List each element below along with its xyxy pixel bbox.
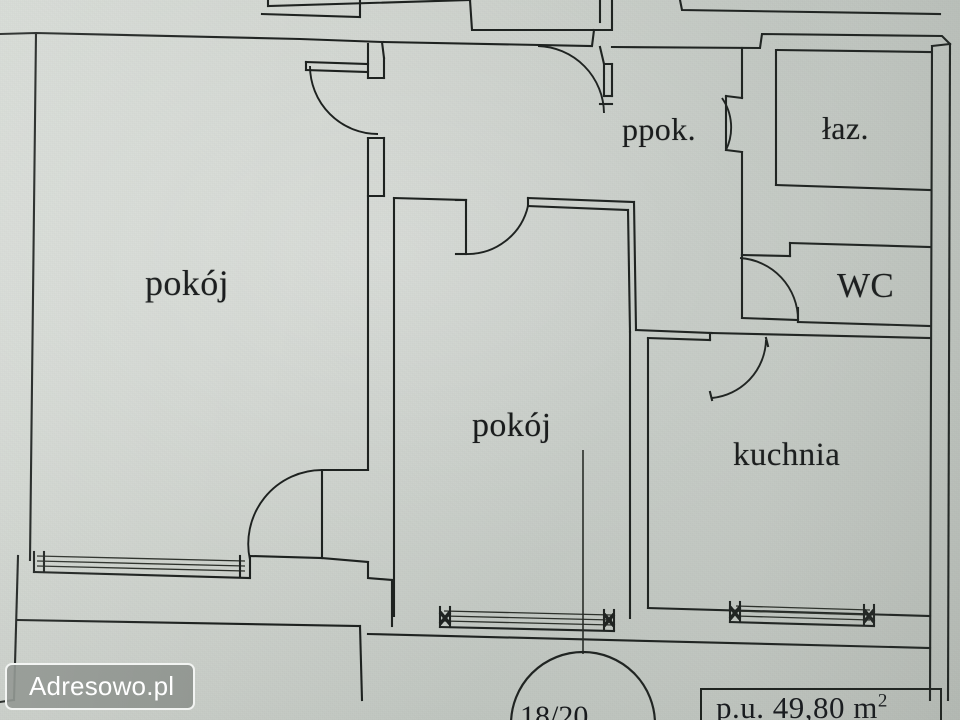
door-arc-pokoj-left — [247, 469, 323, 561]
room-label-wc: WC — [837, 266, 895, 305]
callout-circle-label: 18/20 — [520, 700, 589, 720]
room-label-kuchnia: kuchnia — [733, 437, 841, 473]
room-label-ppok: ppok. — [622, 111, 696, 147]
door-arc-kuchnia — [708, 339, 767, 402]
room-wc-walls — [740, 241, 932, 328]
room-ppok-walls — [602, 46, 744, 257]
window-kitchen — [728, 600, 876, 628]
room-pokoj-left-walls — [320, 42, 394, 628]
area-label-text: p.u. 49,80 m — [716, 690, 878, 720]
room-kuchnia-walls — [646, 331, 932, 618]
watermark-badge: Adresowo.pl — [5, 663, 195, 710]
area-superscript: 2 — [877, 690, 888, 712]
exterior-walls — [0, 0, 952, 704]
watermark-text: Adresowo.pl — [29, 671, 175, 701]
door-arc-lazienka — [721, 97, 733, 151]
door-arc-ppok-top — [537, 45, 614, 114]
room-lazienka-walls — [774, 48, 932, 192]
door-arc-hall-left — [304, 60, 379, 135]
door-arc-wc — [739, 257, 799, 321]
window-middle-room — [438, 605, 616, 633]
area-label: p.u. 49,80 m2 — [716, 690, 888, 720]
room-label-pokoj-left: pokój — [145, 263, 230, 303]
window-left-room — [32, 550, 324, 580]
area-box — [700, 688, 942, 720]
leader-line-callout — [510, 450, 656, 720]
room-pokoj-middle-walls — [392, 196, 714, 620]
door-arc-pokoj-middle — [454, 198, 529, 256]
room-label-laz: łaz. — [822, 110, 869, 146]
room-label-pokoj-middle: pokój — [472, 407, 552, 444]
